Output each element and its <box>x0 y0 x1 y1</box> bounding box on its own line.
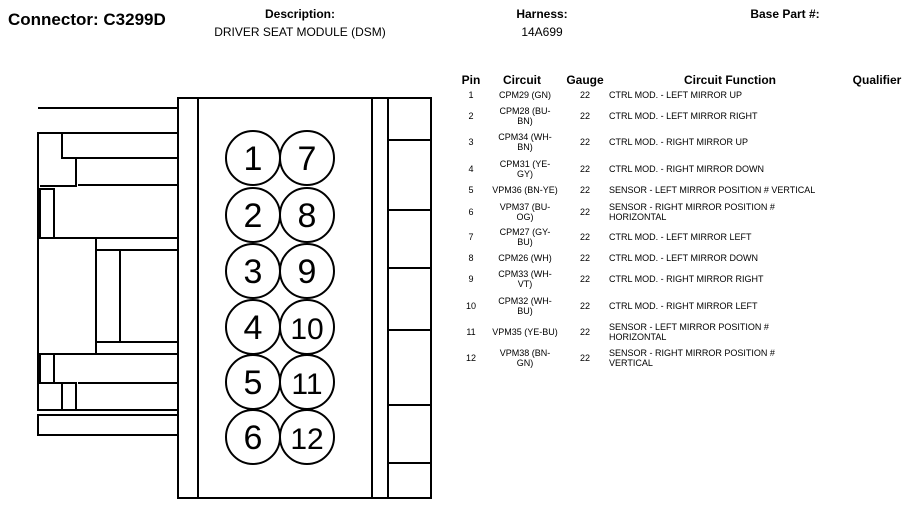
circuit-cell: VPM38 (BN- GN) <box>499 348 551 368</box>
gauge-cell: 22 <box>579 327 590 337</box>
pin-cell: 9 <box>468 274 474 284</box>
circuit-cell: VPM35 (YE-BU) <box>492 327 558 337</box>
connector-left-notch-top <box>39 188 55 239</box>
circuit-cell: VPM36 (BN-YE) <box>492 185 558 195</box>
gauge-cell: 22 <box>579 253 590 263</box>
pin-number-label: 7 <box>298 140 317 178</box>
pin-number-label: 8 <box>298 197 317 235</box>
function-cell: CTRL MOD. - RIGHT MIRROR RIGHT <box>609 274 764 284</box>
circuit-cell: VPM37 (BU- OG) <box>499 202 551 222</box>
col-header-circuit: Circuit <box>502 73 541 87</box>
pin-cell: 7 <box>468 232 474 242</box>
pin-number-label: 11 <box>291 368 322 401</box>
pin-number-label: 6 <box>244 419 263 457</box>
col-header-qualifier: Qualifier <box>852 73 902 87</box>
connector-right-latch-lines <box>388 139 431 464</box>
circuit-cell: CPM34 (WH- BN) <box>498 132 552 152</box>
gauge-cell: 22 <box>579 90 590 100</box>
function-cell: CTRL MOD. - RIGHT MIRROR UP <box>609 137 748 147</box>
pin-cell: 10 <box>465 301 476 311</box>
gauge-cell: 22 <box>579 185 590 195</box>
circuit-cell: CPM32 (WH- BU) <box>498 296 552 316</box>
function-cell: SENSOR - LEFT MIRROR POSITION # VERTICAL <box>609 185 816 195</box>
connector-left-key-profile <box>40 133 97 410</box>
gauge-cell: 22 <box>579 111 590 121</box>
circuit-cell: CPM27 (GY- BU) <box>499 227 551 247</box>
connector-left-notch-bottom <box>39 353 55 384</box>
pin-cell: 8 <box>468 253 474 263</box>
gauge-cell: 22 <box>579 353 590 363</box>
col-header-function: Circuit Function <box>684 73 776 87</box>
function-cell: SENSOR - RIGHT MIRROR POSITION # VERTICA… <box>609 348 775 368</box>
connector-lower-tab <box>37 414 179 436</box>
col-header-pin: Pin <box>461 73 481 87</box>
pin-cell: 12 <box>465 353 476 363</box>
function-cell: CTRL MOD. - LEFT MIRROR RIGHT <box>609 111 758 121</box>
pin-cavity <box>279 243 335 299</box>
pin-number-label: 1 <box>244 140 263 178</box>
gauge-cell: 22 <box>579 164 590 174</box>
pin-cell: 4 <box>468 164 474 174</box>
harness-label: Harness: <box>516 7 568 21</box>
harness-value: 14A699 <box>521 25 563 39</box>
pin-number-label: 4 <box>244 309 263 347</box>
function-cell: CTRL MOD. - LEFT MIRROR LEFT <box>609 232 752 242</box>
pin-cell: 3 <box>468 137 474 147</box>
description-value: DRIVER SEAT MODULE (DSM) <box>214 25 386 39</box>
circuit-cell: CPM28 (BU- BN) <box>499 106 551 126</box>
connector-right-rail <box>387 97 432 499</box>
function-cell: SENSOR - RIGHT MIRROR POSITION # HORIZON… <box>609 202 775 222</box>
connector-left-key-detail <box>61 184 178 410</box>
connector-left-key-inner <box>96 237 178 355</box>
gauge-cell: 22 <box>579 137 590 147</box>
connector-left-latch-rails <box>76 157 178 411</box>
circuit-cell: CPM26 (WH) <box>498 253 552 263</box>
function-cell: CTRL MOD. - RIGHT MIRROR DOWN <box>609 164 764 174</box>
base-part-label: Base Part #: <box>750 7 820 21</box>
pin-cell: 2 <box>468 111 474 121</box>
pin-number-label: 2 <box>244 197 263 235</box>
circuit-cell: CPM33 (WH- VT) <box>498 269 552 289</box>
pin-cell: 11 <box>466 327 476 337</box>
function-cell: SENSOR - LEFT MIRROR POSITION # HORIZONT… <box>609 322 769 342</box>
col-header-gauge: Gauge <box>566 73 604 87</box>
pin-number-label: 10 <box>290 313 323 346</box>
pin-cavity <box>279 409 335 465</box>
function-cell: CTRL MOD. - LEFT MIRROR UP <box>609 90 743 100</box>
function-cell: CTRL MOD. - LEFT MIRROR DOWN <box>609 253 758 263</box>
gauge-cell: 22 <box>579 232 590 242</box>
function-cell: CTRL MOD. - RIGHT MIRROR LEFT <box>609 301 758 311</box>
gauge-cell: 22 <box>579 207 590 217</box>
circuit-cell: CPM31 (YE- GY) <box>499 159 551 179</box>
connector-left-latch-outline <box>37 132 178 411</box>
connector-title: Connector: C3299D <box>8 10 166 29</box>
gauge-cell: 22 <box>579 301 590 311</box>
pin-cell: 5 <box>468 185 474 195</box>
pin-number-label: 12 <box>290 423 323 456</box>
pin-cell: 1 <box>468 90 474 100</box>
gauge-cell: 22 <box>579 274 590 284</box>
pin-number-label: 5 <box>244 364 263 402</box>
pin-number-label: 3 <box>244 253 263 291</box>
connector-pin-cavity-outline <box>197 97 373 499</box>
circuit-cell: CPM29 (GN) <box>498 90 551 100</box>
description-label: Description: <box>264 7 335 21</box>
pin-cell: 6 <box>468 207 474 217</box>
pin-number-label: 9 <box>298 253 317 291</box>
pin-cavity <box>279 130 335 186</box>
pin-cavity <box>279 187 335 243</box>
